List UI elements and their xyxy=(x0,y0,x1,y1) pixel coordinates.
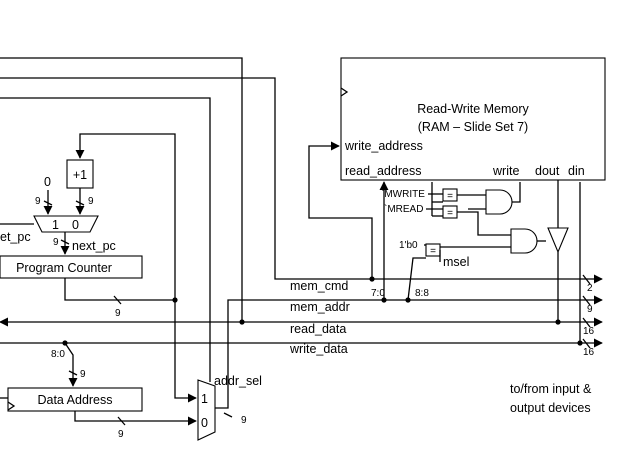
read-address-port: read_address xyxy=(345,164,421,178)
svg-text:1: 1 xyxy=(52,218,59,232)
svg-text:8:0: 8:0 xyxy=(51,349,65,360)
mem-addr-bus xyxy=(227,295,603,402)
io-note: to/from input & output devices xyxy=(510,382,592,415)
read-data-bus xyxy=(0,317,603,328)
svg-text:to/from input &: to/from input & xyxy=(510,382,592,396)
tristate-buffer xyxy=(547,227,569,254)
addr-sel-label: addr_sel xyxy=(214,374,262,388)
svg-text:9: 9 xyxy=(118,429,124,440)
svg-text:16: 16 xyxy=(583,347,595,358)
svg-text:=: = xyxy=(447,208,453,219)
zero-bit-label: 1'b0 xyxy=(399,240,418,251)
write-address-port: write_address xyxy=(344,139,423,153)
ram-subtitle: (RAM – Slide Set 7) xyxy=(418,120,528,134)
read-data-label: read_data xyxy=(290,322,346,336)
svg-text:9: 9 xyxy=(80,369,86,380)
write-port: write xyxy=(492,164,519,178)
svg-text:0: 0 xyxy=(201,416,208,430)
address-mux: 1 0 addr_sel 9 xyxy=(197,374,262,441)
svg-text:8:8: 8:8 xyxy=(415,288,429,299)
svg-text:+1: +1 xyxy=(73,168,87,182)
and-gate-write xyxy=(485,189,513,215)
const-zero: 0 xyxy=(44,175,51,189)
left-edge-wires xyxy=(0,57,370,382)
din-port: din xyxy=(568,164,585,178)
svg-text:9: 9 xyxy=(88,196,94,207)
svg-text:7:0: 7:0 xyxy=(371,288,385,299)
mwrite-label: `MWRITE xyxy=(381,188,425,200)
svg-text:Program Counter: Program Counter xyxy=(16,261,112,275)
dout-port: dout xyxy=(535,164,560,178)
svg-text:16: 16 xyxy=(583,326,595,337)
svg-text:9: 9 xyxy=(53,237,59,248)
svg-text:=: = xyxy=(447,191,453,202)
and-gate-read xyxy=(510,228,538,254)
write-address-wire xyxy=(308,141,373,279)
reset-pc-label: et_pc xyxy=(0,230,31,244)
bus-labels: mem_cmd mem_addr read_data write_data 7:… xyxy=(289,279,595,358)
plus-one-box xyxy=(66,159,94,189)
control-logic: `MWRITE `MREAD = = 1'b0 = xyxy=(369,180,583,346)
next-pc-label: next_pc xyxy=(72,239,116,253)
svg-text:1: 1 xyxy=(201,392,208,406)
mread-label: `MREAD xyxy=(384,203,423,215)
svg-text:2: 2 xyxy=(587,283,593,294)
program-counter xyxy=(0,255,143,279)
svg-text:0: 0 xyxy=(72,218,79,232)
ram-title: Read-Write Memory xyxy=(417,102,529,116)
pc-mux xyxy=(33,215,99,233)
mem-cmd-bus xyxy=(370,274,603,285)
mem-addr-label: mem_addr xyxy=(290,300,350,314)
data-address-section: 8:0 9 Data Address 9 xyxy=(0,340,197,440)
svg-text:=: = xyxy=(430,246,436,257)
svg-text:Data Address: Data Address xyxy=(37,393,112,407)
pc-section: +1 9 0 9 1 0 et_pc 9 next_pc Program Cou… xyxy=(0,133,197,403)
msel-label: msel xyxy=(443,255,469,269)
svg-text:9: 9 xyxy=(241,415,247,426)
svg-text:9: 9 xyxy=(587,304,593,315)
write-data-bus xyxy=(0,338,603,349)
svg-text:output devices: output devices xyxy=(510,401,591,415)
ram-block: Read-Write Memory (RAM – Slide Set 7) wr… xyxy=(340,57,606,181)
write-data-label: write_data xyxy=(289,342,348,356)
svg-text:9: 9 xyxy=(115,308,121,319)
mem-cmd-label: mem_cmd xyxy=(290,279,348,293)
svg-text:9: 9 xyxy=(35,196,41,207)
